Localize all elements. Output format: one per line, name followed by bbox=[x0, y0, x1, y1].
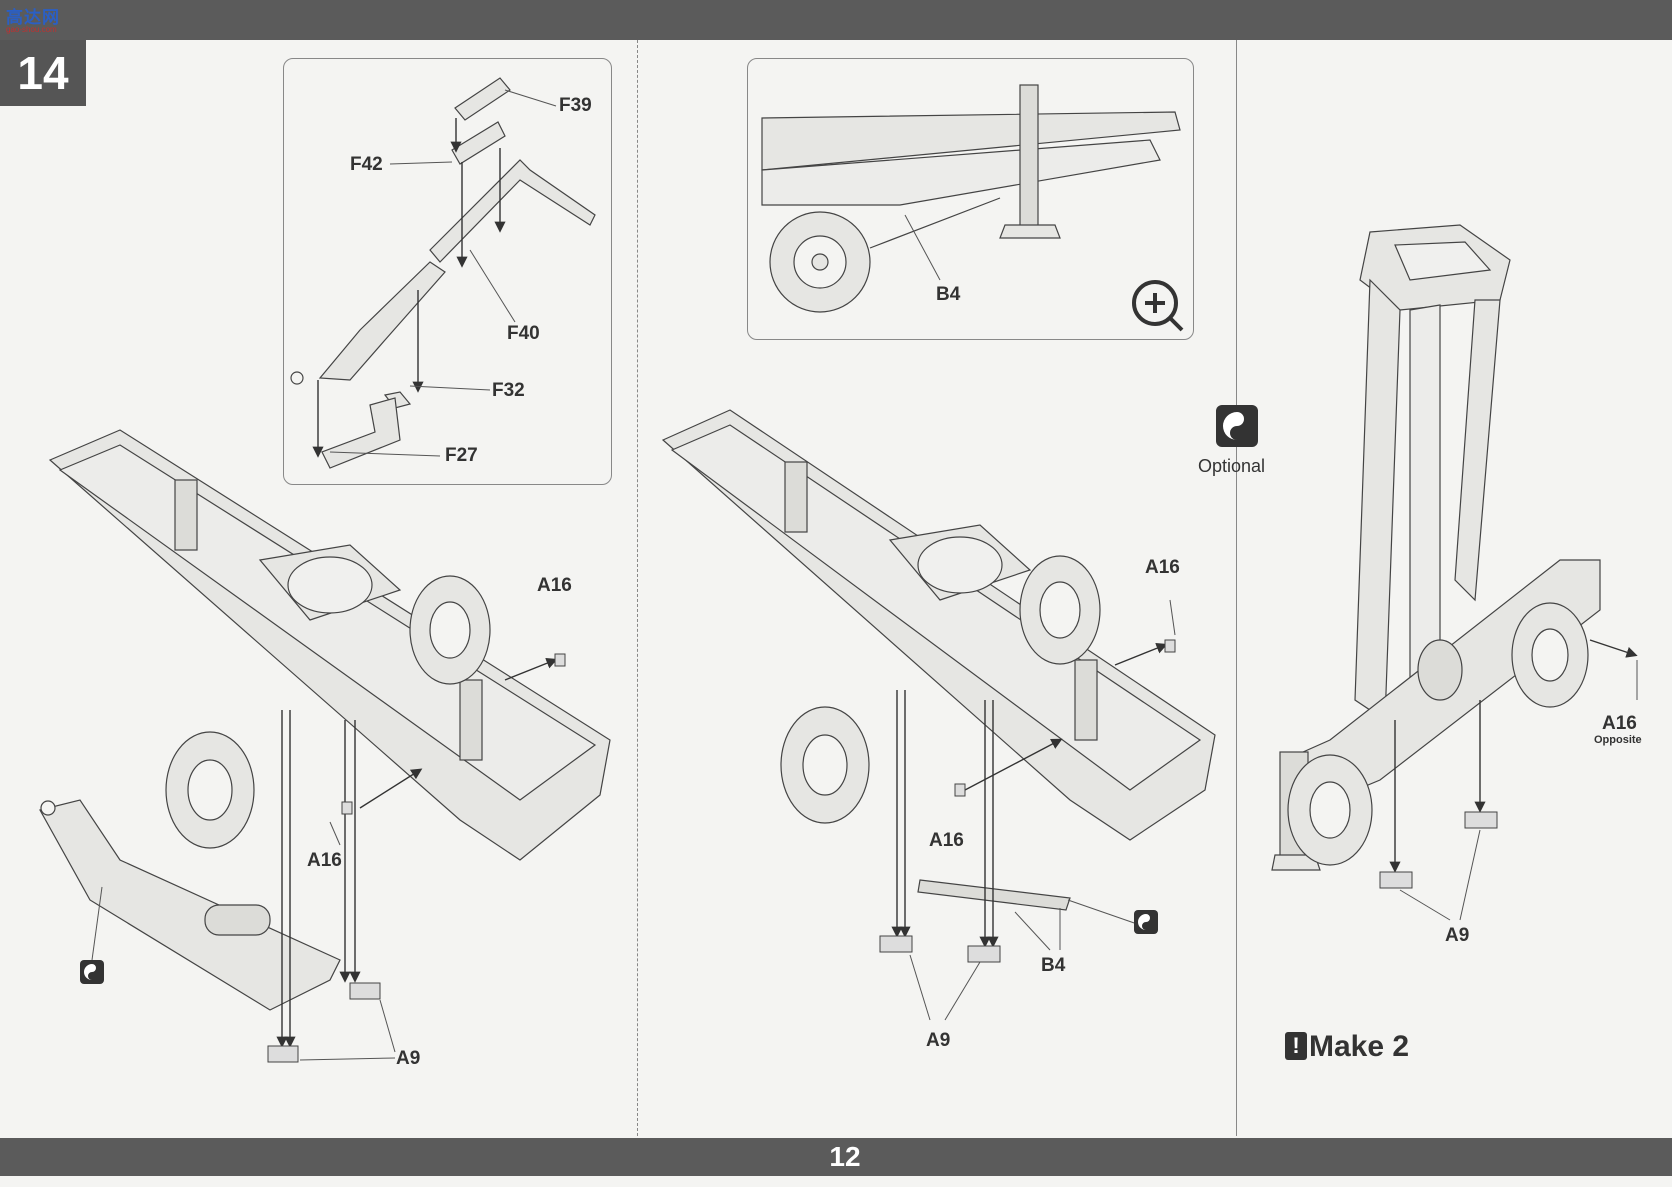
parts-detail-inset bbox=[283, 58, 612, 485]
part-label-a9: A9 bbox=[1445, 925, 1470, 946]
part-label-a9: A9 bbox=[396, 1048, 421, 1069]
zoom-detail-drawing bbox=[761, 84, 1181, 313]
part-label-f27: F27 bbox=[445, 445, 478, 466]
optional-icon bbox=[80, 960, 104, 984]
part-label-a16: A16 bbox=[1602, 713, 1637, 734]
logo-url: gao-shou.com bbox=[6, 25, 57, 34]
yin-yang-icon bbox=[84, 964, 96, 980]
panel-divider-1 bbox=[637, 40, 638, 1136]
step-number: 14 bbox=[0, 40, 86, 106]
part-label-b4: B4 bbox=[1041, 955, 1066, 976]
page-number: 12 bbox=[829, 1141, 861, 1172]
tower-drawing bbox=[1271, 224, 1601, 871]
zoom-in-icon bbox=[1132, 280, 1184, 332]
opposite-note: Opposite bbox=[1594, 734, 1642, 746]
part-label-f40: F40 bbox=[507, 323, 540, 344]
part-label-a9: A9 bbox=[926, 1030, 951, 1051]
yin-yang-icon bbox=[1223, 412, 1244, 440]
make-2-note: !Make 2 bbox=[1285, 1030, 1409, 1064]
optional-label: Optional bbox=[1198, 456, 1266, 476]
site-logo: 高达网 gao-shou.com bbox=[6, 3, 66, 37]
exclamation-icon: ! bbox=[1285, 1032, 1307, 1060]
top-bar bbox=[0, 0, 1672, 40]
part-label-a16: A16 bbox=[1145, 557, 1180, 578]
part-label-a16: A16 bbox=[537, 575, 572, 596]
towbar-exploded-drawing bbox=[290, 77, 596, 469]
part-label-b4: B4 bbox=[936, 284, 961, 305]
panel-divider-2 bbox=[1236, 40, 1237, 1136]
chassis-drawing-1 bbox=[39, 429, 611, 1011]
part-label-a16: A16 bbox=[307, 850, 342, 871]
part-label-f32: F32 bbox=[492, 380, 525, 401]
part-label-a16: A16 bbox=[929, 830, 964, 851]
optional-icon bbox=[1134, 910, 1158, 934]
yin-yang-icon bbox=[1138, 914, 1150, 930]
make-2-text: Make 2 bbox=[1309, 1030, 1410, 1063]
part-label-f42: F42 bbox=[350, 154, 383, 175]
part-label-f39: F39 bbox=[559, 95, 592, 116]
optional-icon-large bbox=[1216, 405, 1258, 447]
logo-text: 高达网 bbox=[6, 8, 60, 27]
bottom-bar bbox=[0, 1138, 1672, 1176]
chassis-drawing-2 bbox=[661, 409, 1216, 911]
